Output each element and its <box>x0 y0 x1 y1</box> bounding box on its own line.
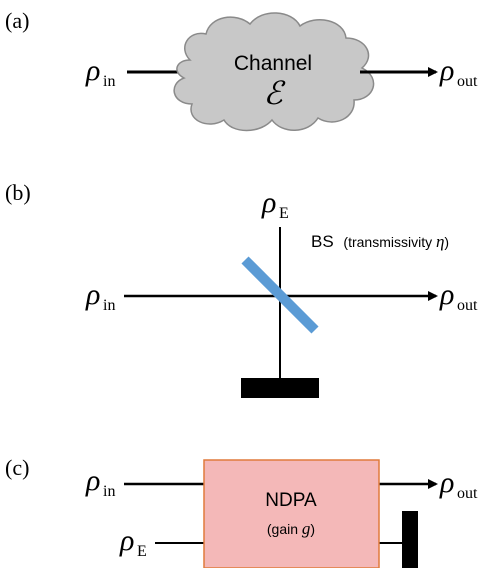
rho-out-subscript-b: out <box>457 297 478 314</box>
beam-block-b <box>241 378 319 398</box>
gain-symbol: g <box>302 519 311 538</box>
rho-env-symbol-b: ρ <box>261 186 276 219</box>
rho-env-symbol-c: ρ <box>119 524 134 557</box>
panel-label-a: (a) <box>5 8 29 33</box>
bs-label: BS (transmissivity η) <box>311 232 449 251</box>
panel-c: (c) ρ in ρ E NDPA (gain g) ρ out <box>5 455 478 568</box>
gain-suffix: ) <box>310 521 315 537</box>
beam-splitter <box>241 256 319 334</box>
rho-env-subscript-b: E <box>279 205 289 222</box>
bs-name: BS <box>311 232 334 251</box>
channel-cloud: Channel ℰ <box>173 12 375 132</box>
channel-title: Channel <box>234 52 312 75</box>
bs-detail-suffix: ) <box>444 234 449 250</box>
rho-out-symbol-a: ρ <box>439 54 454 87</box>
panel-a: (a) ρ in Channel ℰ ρ out <box>5 8 478 132</box>
rho-out-subscript-a: out <box>457 73 478 90</box>
beam-block-c <box>402 511 418 568</box>
panel-label-c: (c) <box>5 455 29 480</box>
rho-in-subscript-c: in <box>103 483 115 500</box>
rho-out-symbol-b: ρ <box>439 278 454 311</box>
bs-detail-symbol: η <box>436 232 444 251</box>
channel-symbol: ℰ <box>263 75 286 111</box>
amplifier-box <box>203 459 380 568</box>
gain-label: (gain g) <box>267 519 315 538</box>
panel-b: (b) ρ E BS (transmissivity η) ρ in ρ out <box>5 180 478 398</box>
gain-prefix: (gain <box>267 521 302 537</box>
rho-in-symbol-a: ρ <box>85 54 100 87</box>
rho-env-subscript-c: E <box>137 543 147 560</box>
panel-label-b: (b) <box>5 180 31 205</box>
rho-out-symbol-c: ρ <box>439 466 454 499</box>
amplifier-label: NDPA <box>265 490 317 511</box>
bs-detail-prefix: (transmissivity <box>343 234 436 250</box>
cloud-shape <box>173 12 375 132</box>
rho-in-subscript-a: in <box>103 73 115 90</box>
rho-out-subscript-c: out <box>457 485 478 502</box>
rho-in-symbol-c: ρ <box>85 464 100 497</box>
rho-in-symbol-b: ρ <box>85 278 100 311</box>
rho-in-subscript-b: in <box>103 297 115 314</box>
